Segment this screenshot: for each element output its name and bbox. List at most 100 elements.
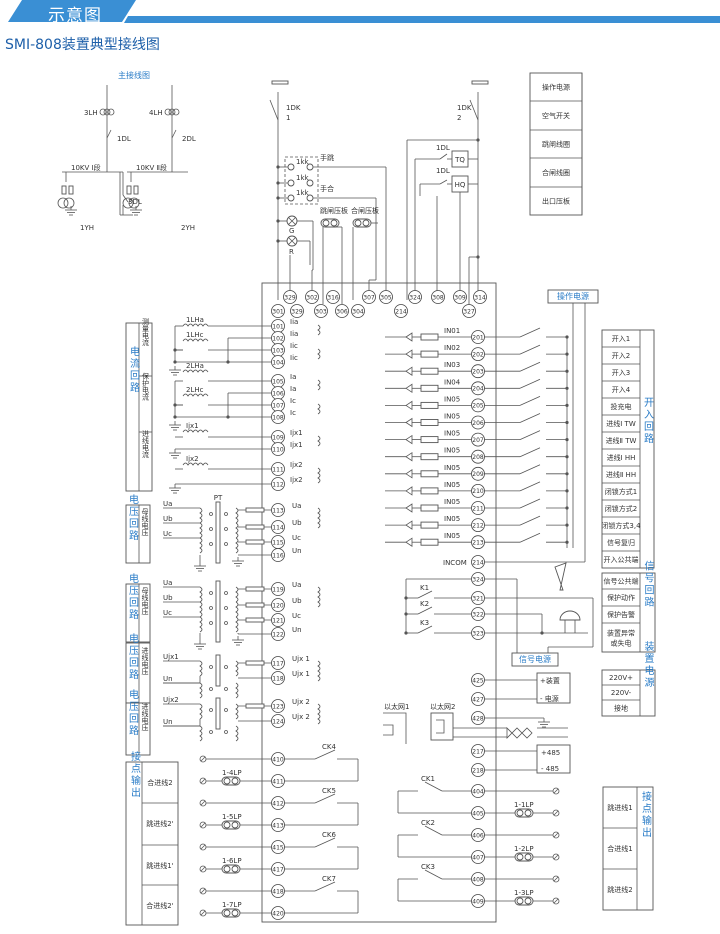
voltage-sub-label: 母线电压 [141,587,149,616]
ct-secondary-coil [317,403,321,415]
terminal-screw-icon [552,853,560,861]
terminal-number: 214 [472,559,484,566]
pt-primary-coil [199,522,203,539]
breaker-contact [439,179,448,185]
page-title: SMI-808装置典型接线图 [5,37,160,53]
junction-dot [226,360,230,364]
terminal-number: 329 [291,308,303,315]
busbar-top [471,80,489,85]
input-switch [519,481,541,492]
voltage-sub-label: 进线电压 [141,647,149,676]
voltage-signal-label: Ua [292,581,301,589]
plate-pin [354,219,362,227]
hq-label: HQ [455,181,466,189]
banner-tab [8,0,136,22]
junction-dot [476,138,480,142]
terminal-number: 119 [272,586,284,593]
output-cell: 合进线2 [147,778,172,787]
relay-contact [417,590,433,599]
voltage-signal-label: Ujx 2 [292,713,310,721]
output-side-label: 接点输出 [640,790,652,839]
fuse-icon [61,185,67,195]
dk-switch [269,99,279,121]
terminal-number: 108 [272,414,284,421]
polarity-dot [209,606,213,610]
wire [200,844,206,850]
kk-contact [287,163,295,171]
pt-core [215,501,221,564]
voltage-signal-label: Uc [292,612,301,620]
output-cell: 跳进线1 [607,803,632,812]
rs485-label: +485 [541,749,560,757]
pt-core [215,580,221,643]
terminal-circle [271,304,285,318]
resistor-icon [420,470,439,478]
pt-primary-coil [199,703,203,720]
plate-pin [330,219,338,227]
table-cell: 开入3 [612,369,630,377]
terminal-screw-icon [199,821,207,829]
terminal-number: 101 [272,323,284,330]
wire [200,910,206,916]
ct-icon [99,108,107,116]
voltage-input-label: Ujx2 [163,696,179,704]
junction-dot [540,631,544,635]
input-switch [519,378,541,389]
lamp-r-label: R [289,248,294,256]
terminal-number: 106 [272,390,284,397]
plate-pin [516,853,524,861]
wire [553,788,559,794]
terminal-number: 420 [272,910,284,917]
output-table-left [125,761,179,926]
ct-secondary-coil [317,348,321,360]
polarity-dot [224,591,228,595]
busbar-top [271,80,289,85]
input-label: IN01 [444,327,460,335]
ct-coil-icon [182,369,209,373]
breaker-label: 3DL [128,198,142,206]
pt-icon [128,197,140,209]
terminal-number: 412 [272,800,284,807]
plate-pin [231,777,239,785]
device-box [261,282,497,923]
table-cell: 开入1 [612,335,630,343]
relay-label: K1 [420,584,429,592]
terminal-number: 406 [472,832,484,839]
output-table-right [602,786,654,911]
yh-label: 2YH [181,224,195,232]
plate-label: 1-5LP [222,813,242,821]
output-cell: 跳进线1' [146,861,173,870]
plate-pin [223,865,231,873]
manual-trip-label: 手跳 [320,153,334,162]
input-switch [519,464,541,475]
junction-dot [173,360,177,364]
terminal-number: 104 [272,359,284,366]
junction-dot [276,165,280,169]
section-title: 示意图 [48,6,102,26]
pt-core [215,697,221,730]
contact-label: CK2 [421,819,435,827]
table-cell: 闭锁方式2 [605,504,637,513]
close-plate-label: 合闸压板 [351,206,379,215]
terminal-number: 413 [272,822,284,829]
pt-secondary-coil [235,725,239,742]
relay-label: K2 [420,600,429,608]
plate-pin [322,219,330,227]
terminal-number: 323 [472,630,484,637]
resistor-icon [420,367,439,375]
lamp-g-label: G [289,227,294,235]
table-cell: 信号公共端 [604,577,639,586]
input-label: IN05 [444,430,460,438]
terminal-number: 211 [472,505,484,512]
pt-secondary-coil [235,682,239,699]
terminal-circle [379,290,393,304]
input-label: IN05 [444,498,460,506]
terminal-number: 305 [380,294,392,301]
resistor-icon [420,487,439,495]
voltage-input-label: Ua [163,579,172,587]
table-cell: 投充电 [611,402,632,411]
voltage-input-label: Un [163,718,173,726]
polarity-dot [224,606,228,610]
plate-pin [516,809,524,817]
voltage-signal-label: Ub [292,597,302,605]
